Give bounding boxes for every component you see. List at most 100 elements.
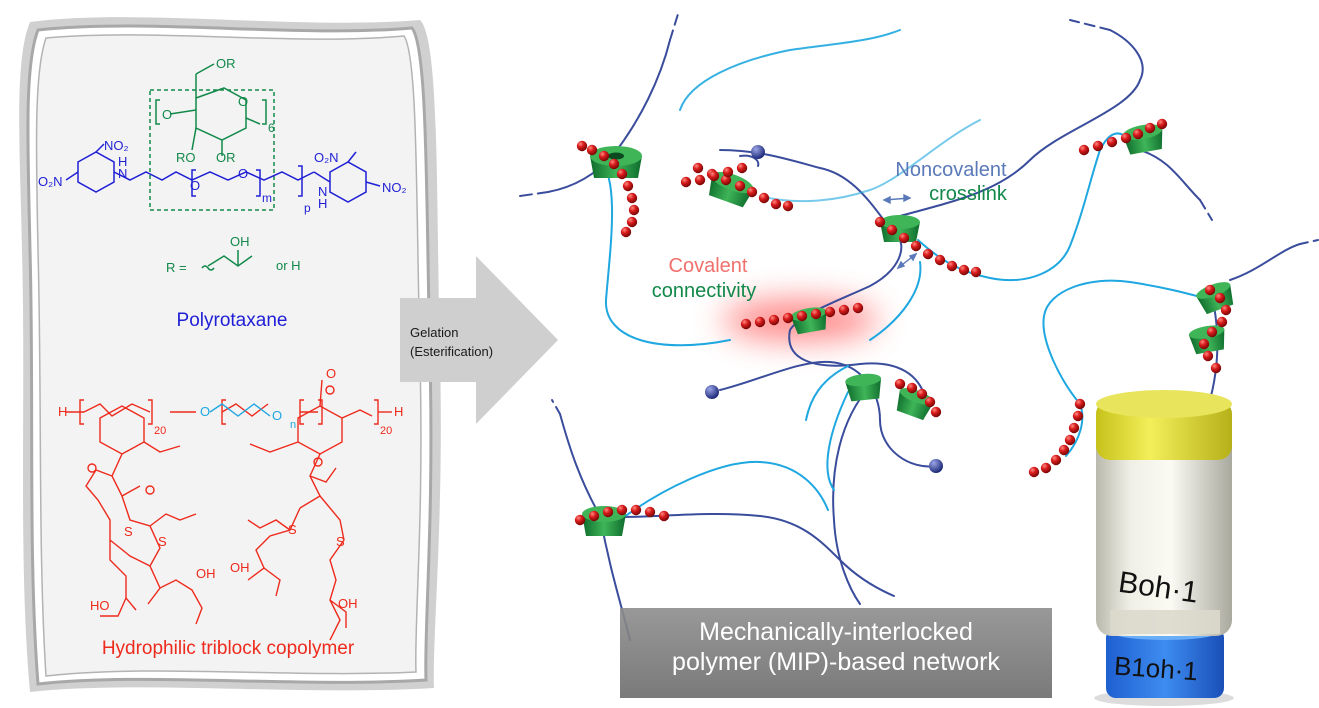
gelation-arrow: Gelation (Esterification)	[400, 256, 558, 424]
n-left: N	[118, 166, 127, 181]
bead	[754, 316, 766, 328]
bead	[1202, 350, 1214, 362]
bead	[1120, 132, 1132, 144]
cd-ring	[1188, 325, 1225, 355]
bead	[658, 510, 670, 522]
n-right: N	[318, 184, 327, 199]
bead	[720, 174, 732, 186]
bead	[930, 406, 942, 418]
bead	[736, 162, 748, 174]
cd-ring-o: O	[238, 94, 248, 109]
bead	[722, 166, 734, 178]
o-peg-mid: O	[272, 408, 282, 423]
bead	[1040, 462, 1052, 474]
bead	[1050, 454, 1062, 466]
arrow-line2: (Esterification)	[410, 344, 493, 359]
s-4: S	[336, 534, 345, 549]
bead	[770, 198, 782, 210]
banner-line1: Mechanically-interlocked	[699, 618, 973, 646]
bead	[810, 308, 822, 320]
bead	[588, 510, 600, 522]
slide-arrows	[882, 193, 918, 270]
bead	[622, 180, 634, 192]
bead	[1220, 304, 1232, 316]
s-2: S	[158, 534, 167, 549]
bead	[1064, 434, 1076, 446]
banner-line2: polymer (MIP)-based network	[672, 648, 1000, 676]
bead	[626, 216, 638, 228]
bead	[586, 144, 598, 156]
bead	[886, 224, 898, 236]
oh-4: OH	[338, 596, 358, 611]
bead	[1144, 122, 1156, 134]
r-def-oh: OH	[230, 234, 250, 249]
sub-p: p	[304, 201, 311, 215]
bead	[1206, 326, 1218, 338]
bead	[906, 382, 918, 394]
bead	[782, 200, 794, 212]
bead	[924, 396, 936, 408]
bead	[746, 186, 758, 198]
bead	[1058, 444, 1070, 456]
bead-chains	[574, 118, 1232, 526]
bead	[898, 232, 910, 244]
bead	[958, 264, 970, 276]
bead	[608, 158, 620, 170]
bead	[644, 506, 656, 518]
oh-1: OH	[196, 566, 216, 581]
o-carbonyl-right: O	[326, 366, 336, 381]
covalent-label-line2: connectivity	[652, 280, 757, 302]
o-peg-left: O	[200, 404, 210, 419]
noncovalent-label-line1: Noncovalent	[895, 159, 1007, 181]
covalent-label-line1: Covalent	[669, 255, 748, 277]
bead	[616, 168, 628, 180]
bead	[1132, 128, 1144, 140]
bead	[1078, 144, 1090, 156]
bead	[1068, 422, 1080, 434]
r-def-label: R =	[166, 260, 187, 275]
no2-right: NO₂	[382, 180, 407, 195]
bead	[734, 180, 746, 192]
bead	[692, 162, 704, 174]
bead	[574, 514, 586, 526]
triblock-structure: H 20 O O n O 20 H S S S S OH OH HO OH Hy…	[58, 366, 403, 659]
bead	[796, 310, 808, 322]
h-left: H	[58, 404, 67, 419]
polyrotaxane-title: Polyrotaxane	[177, 310, 288, 331]
chemistry-panel	[19, 17, 441, 693]
cd-repeat: 6	[268, 121, 275, 135]
bead	[782, 312, 794, 324]
bead	[768, 314, 780, 326]
bead	[1092, 140, 1104, 152]
bead	[916, 388, 928, 400]
bead	[970, 266, 982, 278]
polyrotaxane-structure: OR O O 6 RO OR NO₂ O₂N H N O O m p N H O…	[38, 56, 407, 331]
sub-20-right: 20	[380, 425, 392, 437]
bead	[1106, 136, 1118, 148]
o-2: O	[238, 166, 248, 181]
r-def-or: or H	[276, 258, 301, 273]
bead	[1072, 410, 1084, 422]
bead	[934, 254, 946, 266]
o2n-left: O₂N	[38, 174, 63, 189]
end-cap	[705, 385, 719, 399]
h-right: H	[318, 196, 327, 211]
bead	[894, 378, 906, 390]
noncovalent-label-line2: crosslink	[929, 183, 1008, 205]
bead	[576, 140, 588, 152]
bead	[946, 260, 958, 272]
bead	[708, 170, 720, 182]
bead	[758, 192, 770, 204]
bead	[910, 240, 922, 252]
o-1: O	[190, 178, 200, 193]
bead	[694, 174, 706, 186]
bead	[1198, 338, 1210, 350]
bead	[740, 318, 752, 330]
ho-3: HO	[90, 598, 110, 613]
bead	[874, 216, 886, 228]
bead	[1214, 292, 1226, 304]
bead	[620, 226, 632, 238]
bead	[616, 504, 628, 516]
cd-bridge-o: O	[162, 107, 172, 122]
s-3: S	[288, 522, 297, 537]
